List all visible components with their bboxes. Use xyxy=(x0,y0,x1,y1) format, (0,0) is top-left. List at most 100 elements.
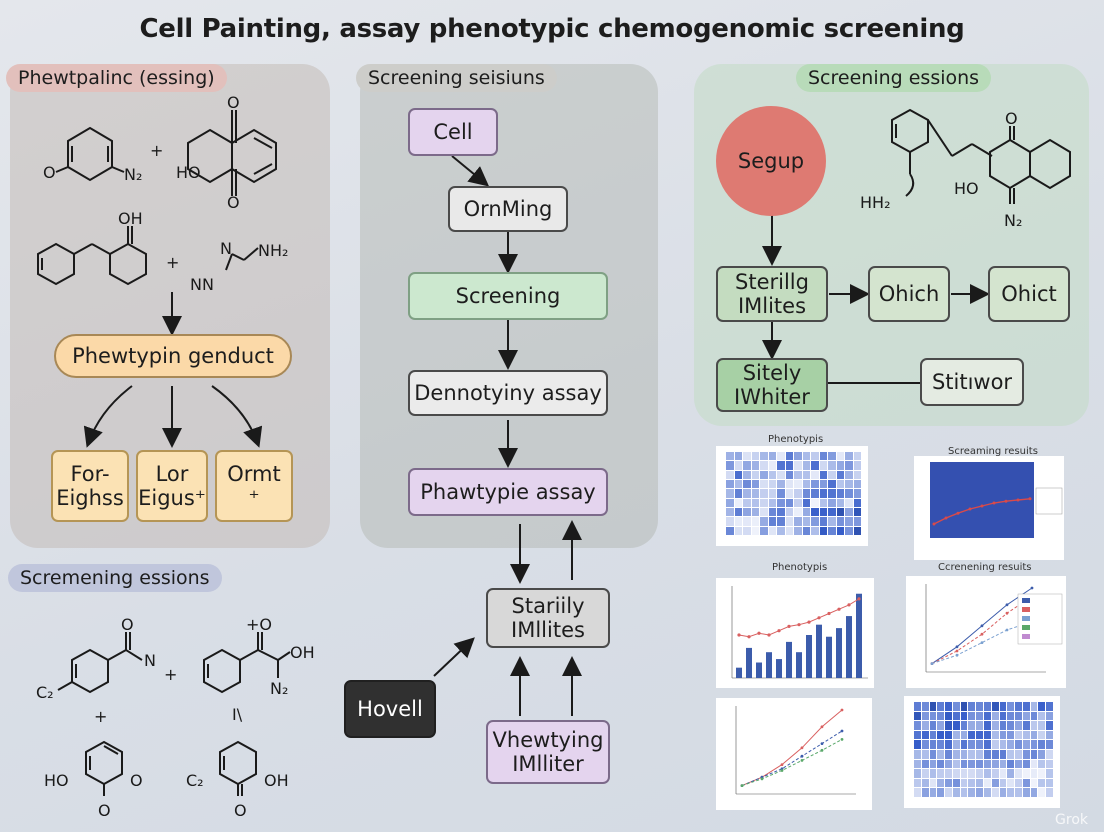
heatmap-cell xyxy=(960,702,968,711)
heatmap-cell xyxy=(952,711,960,721)
heatmap-cell xyxy=(952,769,960,778)
heatmap-cell xyxy=(743,526,751,535)
bar xyxy=(846,616,852,678)
data-point xyxy=(747,635,751,639)
heatmap-cell xyxy=(952,740,960,749)
heatmap-cell xyxy=(1030,721,1038,730)
bar xyxy=(786,641,792,678)
data-point xyxy=(1016,498,1020,502)
heatmap-cell xyxy=(785,489,793,498)
heatmap-cell xyxy=(1046,721,1053,730)
heatmap-cell xyxy=(1007,711,1015,721)
heatmap-cell xyxy=(760,470,768,479)
bar xyxy=(736,667,742,678)
data-point xyxy=(800,746,804,750)
chem-label-n: N xyxy=(220,239,232,258)
heatmap-cell xyxy=(937,702,945,711)
ohich-box: Ohich xyxy=(868,266,950,322)
heatmap-cell xyxy=(1046,778,1053,788)
heatmap-cell xyxy=(828,508,836,517)
heatmap-cell xyxy=(845,517,853,526)
heatmap-cell xyxy=(976,730,983,740)
heatmap-cell xyxy=(999,721,1007,730)
heatmap-cell xyxy=(845,470,853,479)
vhewtying-line2: IMlliter xyxy=(512,752,584,776)
heatmap-cell xyxy=(768,489,776,498)
data-point xyxy=(857,597,861,601)
heatmap-cell xyxy=(1030,730,1038,740)
heatmap-cell xyxy=(743,480,751,489)
heatmap-cell xyxy=(945,711,952,721)
heatmap-cell xyxy=(976,721,983,730)
heatmap-cell xyxy=(945,740,952,749)
chem-label-n2: N₂ xyxy=(1004,211,1022,230)
data-point xyxy=(847,603,851,607)
product-box: Phewtypin genduct xyxy=(54,334,292,378)
data-point xyxy=(840,738,844,741)
heatmap-cell xyxy=(999,778,1007,788)
bar xyxy=(776,659,782,678)
series-line xyxy=(741,730,843,787)
heatmap-cell xyxy=(937,730,945,740)
heatmap-cell xyxy=(968,778,976,788)
heatmap-cell xyxy=(760,489,768,498)
heatmap-cell xyxy=(960,730,968,740)
heatmap-cell xyxy=(1007,740,1015,749)
heatmap-cell xyxy=(768,461,776,470)
heatmap-cell xyxy=(921,711,929,721)
heatmap-cell xyxy=(853,508,861,517)
heatmap-cell xyxy=(1046,759,1053,769)
heatmap-cell xyxy=(914,750,921,759)
heatmap-cell xyxy=(1022,702,1030,711)
data-point xyxy=(827,611,831,616)
heatmap-cell xyxy=(845,480,853,489)
chem-label-o: O xyxy=(121,615,134,634)
data-point xyxy=(968,507,972,511)
heatmap-cell xyxy=(811,508,819,517)
heatmap-cell xyxy=(785,461,793,470)
heatmap-cell xyxy=(968,759,976,769)
heatmap-cell xyxy=(999,730,1007,740)
chem-label-nn: NN xyxy=(190,275,214,294)
heatmap-cell xyxy=(976,778,983,788)
data-point xyxy=(780,763,784,766)
data-point xyxy=(1030,586,1034,590)
phawtypie-box: Phawtypie assay xyxy=(408,468,608,516)
heatmap-cell xyxy=(1007,759,1015,769)
data-point xyxy=(980,504,984,508)
data-point xyxy=(1028,497,1032,501)
heatmap-cell xyxy=(921,740,929,749)
heatmap-cell xyxy=(726,508,734,517)
heatmap-cell xyxy=(853,517,861,526)
chem-label-o: O xyxy=(227,93,240,112)
heatmap-cell xyxy=(960,769,968,778)
heatmap-cell xyxy=(853,489,861,498)
heatmap-cell xyxy=(991,769,999,778)
heatmap-cell xyxy=(921,788,929,797)
heatmap-cell xyxy=(914,788,921,797)
heatmap-cell xyxy=(819,489,827,498)
heatmap-cell xyxy=(929,778,937,788)
heatmap-cell xyxy=(937,750,945,759)
heatmap-cell xyxy=(726,470,734,479)
heatmap-cell xyxy=(802,526,810,535)
stariily-line2: IMllites xyxy=(511,618,585,642)
dennotyiny-box: Dennotyiny assay xyxy=(408,370,608,416)
data-point xyxy=(1005,603,1009,607)
heatmap-cell xyxy=(726,526,734,535)
heatmap-cell xyxy=(921,750,929,759)
heatmap-cell xyxy=(1015,769,1022,778)
heatmap-cell xyxy=(785,452,793,461)
heatmap-cell xyxy=(991,750,999,759)
heatmap-cell xyxy=(952,721,960,730)
legend-swatch xyxy=(1022,625,1030,630)
output-box-1: For- Eighss xyxy=(51,450,129,522)
heatmap-cell xyxy=(777,489,785,498)
heatmap-cell xyxy=(929,769,937,778)
heatmap-cell xyxy=(984,730,991,740)
legend-swatch xyxy=(1022,634,1030,639)
heatmap-cell xyxy=(1030,769,1038,778)
heatmap-cell xyxy=(794,526,802,535)
heatmap-cell xyxy=(819,470,827,479)
heatmap-cell xyxy=(836,517,844,526)
